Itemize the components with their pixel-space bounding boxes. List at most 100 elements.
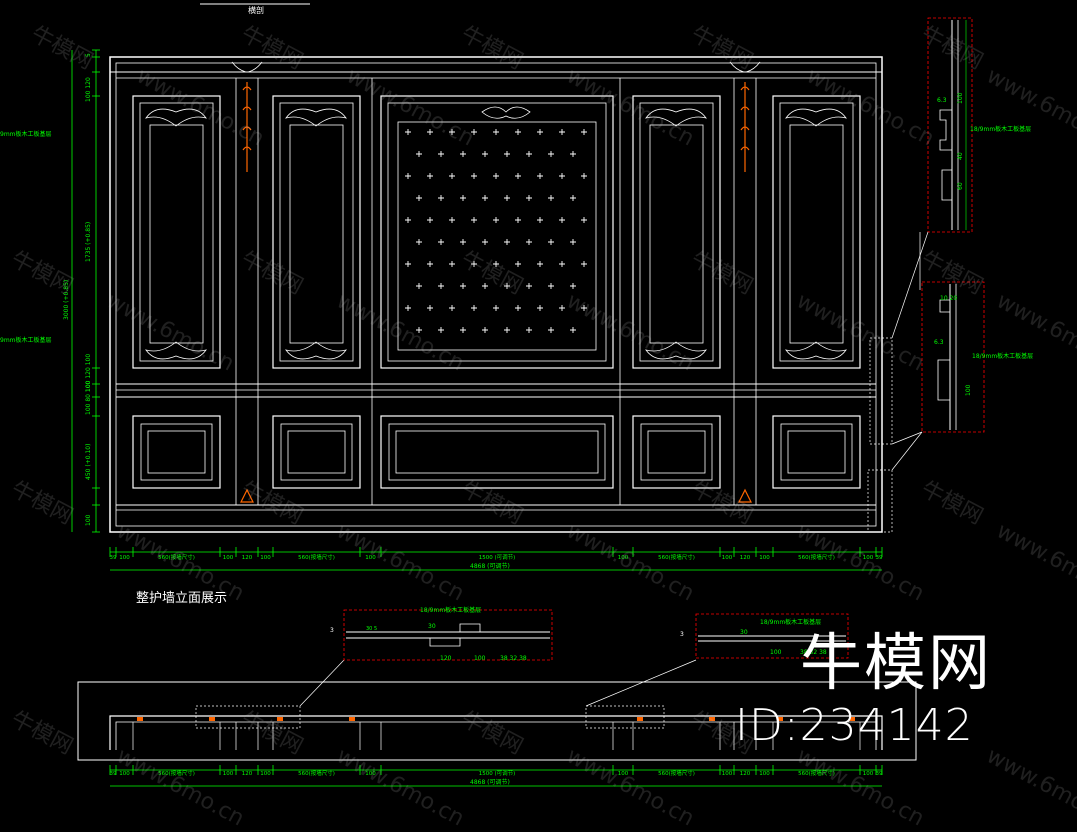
plan-total: 4868 (可调节) (470, 778, 510, 786)
tuft-mark (537, 129, 543, 135)
dim-label: 120 (242, 771, 253, 777)
tuft-mark (570, 151, 576, 157)
tuft-mark (471, 173, 477, 179)
dim-label: 39 (876, 555, 883, 561)
tuft-mark (515, 173, 521, 179)
dim-label: 100 (863, 555, 874, 561)
right-section-top: 6.3 100 40 60 18/9mm板木工板基层 (927, 17, 1031, 233)
dim-label: 100 (722, 771, 733, 777)
tuft-mark (449, 129, 455, 135)
tuft-mark (548, 195, 554, 201)
dim-label: 10 20 (940, 295, 957, 302)
dim-label: 560(按墙尺寸) (158, 769, 195, 777)
tuft-mark (416, 195, 422, 201)
dim-label: 560(按墙尺寸) (798, 769, 835, 777)
bottom-total: 4868 (可调节) (470, 562, 510, 570)
tuft-mark (504, 283, 510, 289)
tuft-mark (548, 239, 554, 245)
dim-label: 100 (618, 771, 629, 777)
pilaster-carvings (240, 82, 752, 503)
tuft-mark (537, 261, 543, 267)
tuft-mark (515, 129, 521, 135)
dim-label: 3000 (+0.85) (63, 280, 70, 320)
tuft-mark (438, 151, 444, 157)
dim-label: 6.3 (934, 339, 944, 346)
left-note: 9mm板木工板基层 (0, 130, 52, 138)
tuft-mark (570, 195, 576, 201)
dim-label: 450 (+0.10) (85, 444, 92, 480)
lower-panels (132, 415, 861, 489)
leader-lines-solid (891, 231, 929, 471)
dim-label: 30 (428, 623, 436, 630)
tuft-mark (449, 173, 455, 179)
tuft-mark (493, 217, 499, 223)
tuft-mark (460, 239, 466, 245)
dim-label: 60 (957, 182, 964, 190)
tuft-mark (438, 239, 444, 245)
tuft-mark (548, 283, 554, 289)
tuft-mark (460, 283, 466, 289)
tuft-mark (570, 327, 576, 333)
dim-label: 100 (119, 771, 130, 777)
upper-panels (132, 95, 861, 369)
dim-label: 100 (759, 555, 770, 561)
tuft-mark (581, 305, 587, 311)
dim-label: 560(按墙尺寸) (298, 769, 335, 777)
dim-label: 100 120 (85, 77, 92, 102)
cad-drawing: 横剖 (0, 3, 1034, 787)
leader-lines (867, 337, 893, 533)
left-dimensions: 5 100 120 1735 (+0.85) 3000 (+0.85) 100 … (0, 49, 100, 533)
dim-label: 100 (770, 649, 782, 656)
tuft-mark (493, 173, 499, 179)
dim-label: 100 (365, 771, 376, 777)
tuft-mark (515, 261, 521, 267)
dim-label: 100 (759, 771, 770, 777)
right-section-mid: 10 20 6.3 100 18/9mm板木工板基层 (921, 281, 1033, 433)
tuft-mark (416, 151, 422, 157)
tuft-mark (548, 151, 554, 157)
brand-id: ID:234142 (735, 700, 974, 751)
dim-label: 100 (965, 384, 972, 396)
tuft-mark (405, 261, 411, 267)
tuft-mark (482, 195, 488, 201)
tuft-mark (526, 151, 532, 157)
dim-label: 5 (85, 53, 92, 57)
tuft-mark (526, 283, 532, 289)
dim-label: 100 (474, 655, 486, 662)
center-panel (380, 95, 614, 369)
dim-label: 100 (618, 555, 629, 561)
dim-label: 1500 (可调节) (479, 553, 516, 561)
dim-label: 30 (740, 629, 748, 636)
tuft-mark (581, 173, 587, 179)
tuft-mark (493, 129, 499, 135)
tuft-mark (482, 283, 488, 289)
dim-label: 560(按墙尺寸) (658, 553, 695, 561)
tuft-mark (460, 327, 466, 333)
elevation-title: 整护墙立面展示 (136, 591, 227, 606)
tuft-mark (460, 195, 466, 201)
tuft-mark (405, 305, 411, 311)
tuft-mark (405, 217, 411, 223)
tuft-mark (559, 261, 565, 267)
tuft-mark (504, 195, 510, 201)
dim-label: 39 (876, 771, 883, 777)
dim-label: 560(按墙尺寸) (798, 553, 835, 561)
dim-label: 30 5 (366, 626, 377, 632)
tuft-mark (581, 129, 587, 135)
tuft-mark (526, 195, 532, 201)
dim-label: 38 32 38 (500, 655, 527, 662)
tuft-mark (493, 261, 499, 267)
tuft-mark (504, 327, 510, 333)
tuft-mark (570, 239, 576, 245)
tuft-mark (548, 327, 554, 333)
dim-label: 6.3 (937, 97, 947, 104)
tuft-mark (449, 305, 455, 311)
dim-label: 120 (242, 555, 253, 561)
dim-label: 100 (722, 555, 733, 561)
tuft-mark (449, 217, 455, 223)
tuft-mark (471, 261, 477, 267)
tuft-mark (504, 239, 510, 245)
tuft-mark (405, 129, 411, 135)
tuft-mark (493, 305, 499, 311)
